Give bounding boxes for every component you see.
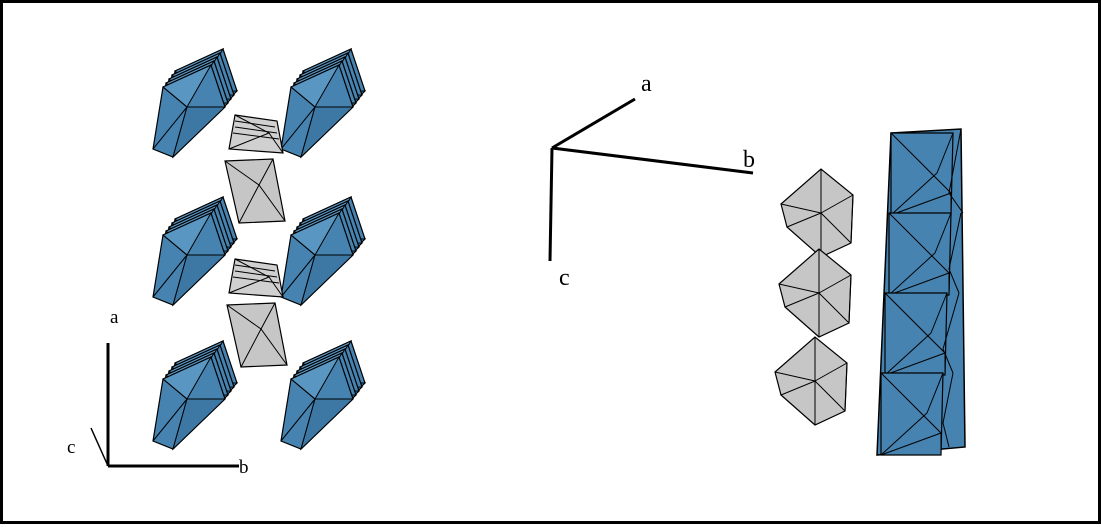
right-axis-a-line (551, 97, 636, 150)
octahedra-column (876, 128, 966, 456)
left-axis-c-label: c (67, 437, 75, 458)
left-axis-b-label: b (239, 457, 249, 478)
gray-octahedra-chain (774, 168, 854, 426)
right-axis-b-line (551, 146, 754, 175)
left-axis-a-label: a (110, 307, 119, 328)
structure-canvas: a b c a b c (67, 3, 966, 478)
right-view (774, 128, 966, 456)
right-axis-c-label: c (559, 265, 570, 291)
right-axis-b-label: b (743, 147, 755, 173)
left-axes: a b c (67, 307, 249, 478)
left-view: a b c (67, 49, 365, 478)
right-axes: a b c (548, 71, 755, 291)
octahedra-left-column (153, 49, 237, 449)
left-axis-c-line (90, 427, 109, 467)
right-axis-a-label: a (641, 71, 652, 97)
octahedra-right-column (281, 49, 365, 449)
right-axis-c-line (548, 147, 554, 262)
